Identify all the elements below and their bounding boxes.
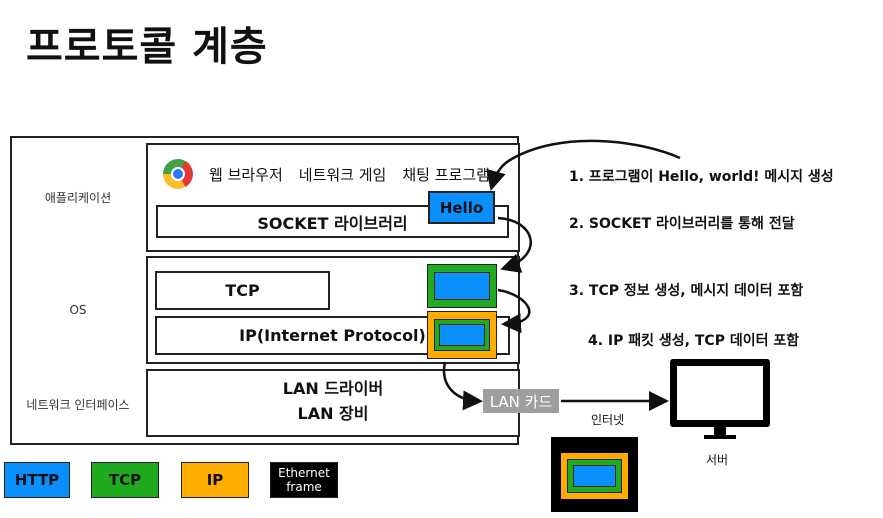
game-label: 네트워크 게임 — [298, 165, 387, 184]
legend-ip: IP — [181, 462, 249, 498]
socket-library-label: SOCKET 라이브러리 — [257, 213, 408, 233]
legend-tcp: TCP — [91, 462, 159, 498]
page-title: 프로토콜 계층 — [26, 24, 268, 70]
hello-label: Hello — [439, 198, 484, 217]
arrow-step2 — [497, 216, 532, 273]
chat-label: 채팅 프로그램 — [402, 165, 490, 184]
arrow-step3 — [497, 288, 531, 334]
browser-label: 웹 브라우저 — [209, 165, 283, 184]
internet-label: 인터넷 — [591, 413, 625, 427]
app-list: 웹 브라우저 네트워크 게임 채팅 프로그램 — [163, 157, 490, 191]
step-3: 3. TCP 정보 생성, 메시지 데이터 포함 — [569, 283, 804, 299]
ethernet-frame-icon — [551, 437, 638, 512]
lan-driver-label: LAN 드라이버 — [282, 379, 384, 398]
application-layer-label: 애플리케이션 — [44, 191, 112, 205]
lan-card-label: LAN 카드 — [483, 389, 559, 413]
os-layer-label: OS — [69, 303, 87, 317]
arrow-step1 — [486, 139, 681, 191]
network-interface-layer-label: 네트워크 인터페이스 — [26, 398, 130, 412]
ip-label: IP(Internet Protocol) — [239, 326, 426, 345]
legend-ethernet-frame: Ethernet frame — [270, 462, 338, 498]
server-label: 서버 — [706, 453, 729, 467]
ip-packet-icon — [427, 311, 497, 359]
step-2: 2. SOCKET 라이브러리를 통해 전달 — [569, 216, 795, 232]
legend-http: HTTP — [4, 462, 70, 498]
lan-device-label: LAN 장비 — [297, 404, 369, 423]
chrome-icon — [163, 159, 193, 189]
hello-message-box: Hello — [428, 191, 495, 224]
legend-ethernet-line2: frame — [286, 480, 322, 494]
tcp-label: TCP — [225, 281, 260, 300]
lan-text: LAN 드라이버 LAN 장비 — [146, 376, 520, 426]
server-monitor-icon — [670, 359, 770, 441]
legend-ethernet-line1: Ethernet — [278, 466, 330, 480]
tcp-box: TCP — [155, 271, 330, 310]
arrow-to-lan-card — [442, 361, 483, 411]
tcp-segment-icon — [427, 264, 497, 308]
step-1: 1. 프로그램이 Hello, world! 메시지 생성 — [569, 169, 834, 185]
step-4: 4. IP 패킷 생성, TCP 데이터 포함 — [588, 333, 800, 349]
